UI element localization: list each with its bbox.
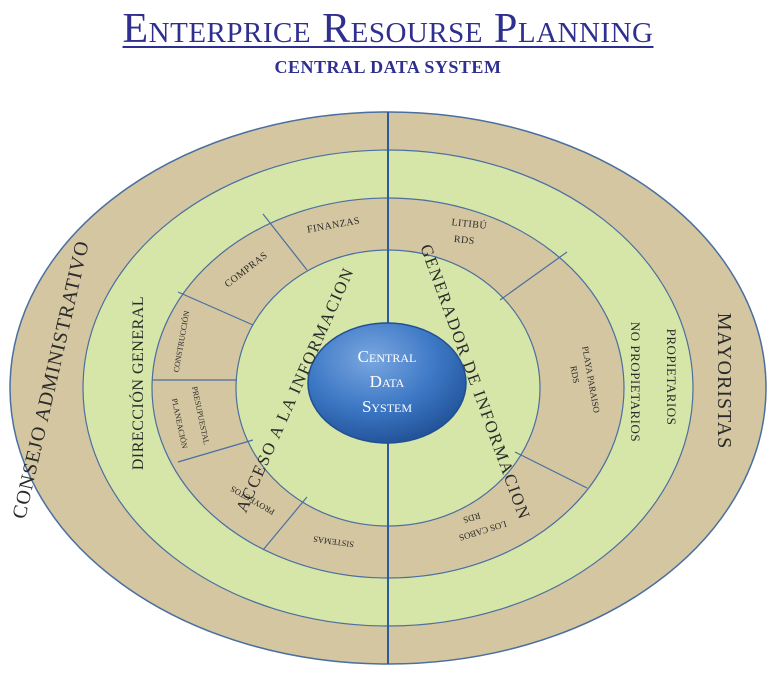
no-propietarios-label: NO PROPIETARIOS [628, 322, 643, 442]
module-litibu: LITIBÚ [451, 216, 488, 232]
center-line-3: System [362, 397, 412, 416]
center-line-1: Central [358, 347, 417, 366]
page-subtitle: CENTRAL DATA SYSTEM [274, 57, 502, 77]
module-playa-paraiso-rds: RDS [569, 365, 582, 384]
header: Enterprice Resourse Planning CENTRAL DAT… [0, 0, 776, 78]
mayoristas-label: MAYORISTAS [713, 313, 735, 450]
page-title: Enterprice Resourse Planning [122, 6, 654, 52]
propietarios-label: PROPIETARIOS [664, 329, 679, 426]
direccion-general-label: DIRECCIÓN GENERAL [128, 296, 147, 470]
module-litibu-rds: RDS [453, 234, 475, 247]
module-separators [152, 213, 588, 551]
module-los-cabos-rds: RDS [462, 511, 482, 526]
center-line-2: Data [370, 372, 405, 391]
central-data-system-node [307, 322, 467, 444]
